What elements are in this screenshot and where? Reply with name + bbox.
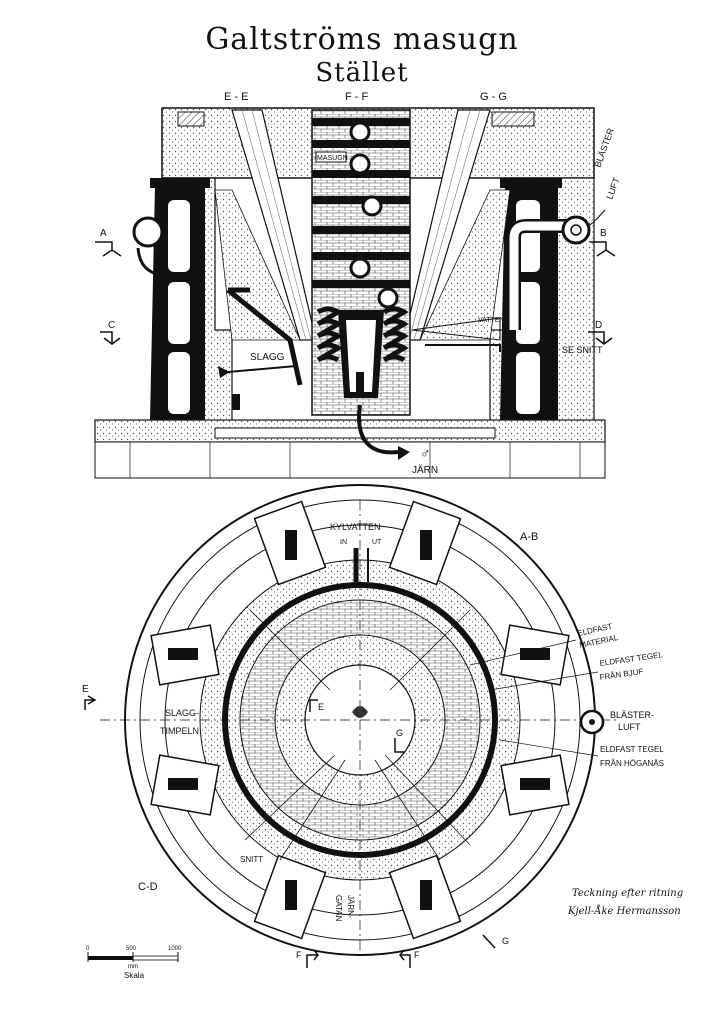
section-marker-gg: G - G	[480, 91, 507, 103]
scale-tick-1000: 1000	[168, 946, 182, 952]
left-iron-column	[132, 178, 210, 420]
slaggtimpeln-label-1: SLAGG-	[165, 708, 199, 718]
scale-label: Skala	[124, 971, 145, 980]
jarngatan-label-2: GATAN	[334, 895, 343, 922]
cut-label-e-left: E	[82, 684, 89, 695]
scale-unit: mm	[128, 964, 138, 970]
blaster-luft-plan-label-1: BLÄSTER-	[610, 710, 654, 720]
eldfast-bjuf-label-2: FRÅN BJUF	[599, 667, 644, 682]
blaster-luft-plan-label-2: LUFT	[618, 722, 641, 732]
jarn-label: JÄRN	[412, 464, 438, 476]
section-marker-ee: E - E	[224, 91, 248, 103]
drawing-subtitle: Stället	[315, 58, 409, 88]
credit-line-2: Kjell-Åke Hermansson	[567, 905, 681, 917]
cut-label-g-inner: G	[396, 728, 403, 738]
cut-label-f-right: F	[414, 950, 420, 960]
cut-label-f-left: F	[296, 950, 302, 960]
ut-label: UT	[372, 539, 382, 546]
jarngatan-label-1: JÄRN-	[346, 895, 355, 919]
cut-label-c: C	[108, 320, 115, 331]
elevation-section: E - E F - F G - G	[94, 91, 622, 479]
eldfast-hoganas-label-2: FRÅN HÖGANÄS	[600, 759, 664, 768]
cut-label-e-inner: E	[318, 702, 324, 712]
cut-label-a: A	[100, 228, 107, 239]
slaggtimpeln-label-2: TIMPELN	[160, 726, 199, 736]
eldfast-hoganas-label-1: ELDFAST TEGEL	[600, 745, 664, 754]
in-label: IN	[340, 539, 347, 546]
drawing-title: Galtströms masugn	[205, 22, 519, 57]
masugn-tag: MASUGN	[315, 151, 348, 163]
kylvatten-label: KYLVATTEN	[330, 522, 381, 532]
vatten-label: VATTEN	[478, 317, 505, 324]
right-iron-column	[500, 178, 591, 420]
cut-label-b: B	[600, 228, 607, 239]
section-marker-ff: F - F	[345, 91, 368, 103]
plan-label-cd: C-D	[138, 881, 158, 893]
eldfast-bjuf-label-1: ELDFAST TEGEL	[599, 650, 664, 668]
scale-tick-500: 500	[126, 946, 137, 952]
plan-label-ab: A-B	[520, 531, 538, 543]
credit-line-1: Teckning efter ritning	[572, 888, 683, 899]
scale-bar: 0 500 1000 mm Skala	[86, 946, 182, 980]
snitt-label: SNITT	[240, 855, 263, 864]
se-snitt-label: SE SNITT	[562, 345, 603, 355]
slagg-label: SLAGG	[250, 352, 285, 363]
masugn-label: MASUGN	[317, 155, 348, 162]
blaster-luft-label-1: BLÄSTER	[592, 126, 616, 168]
scale-tick-0: 0	[86, 946, 90, 952]
jarn-symbol: ♂	[420, 445, 431, 461]
cut-label-g-bottom: G	[502, 936, 509, 946]
cut-label-d: D	[595, 320, 602, 331]
blaster-luft-label-2: LUFT	[604, 176, 621, 201]
